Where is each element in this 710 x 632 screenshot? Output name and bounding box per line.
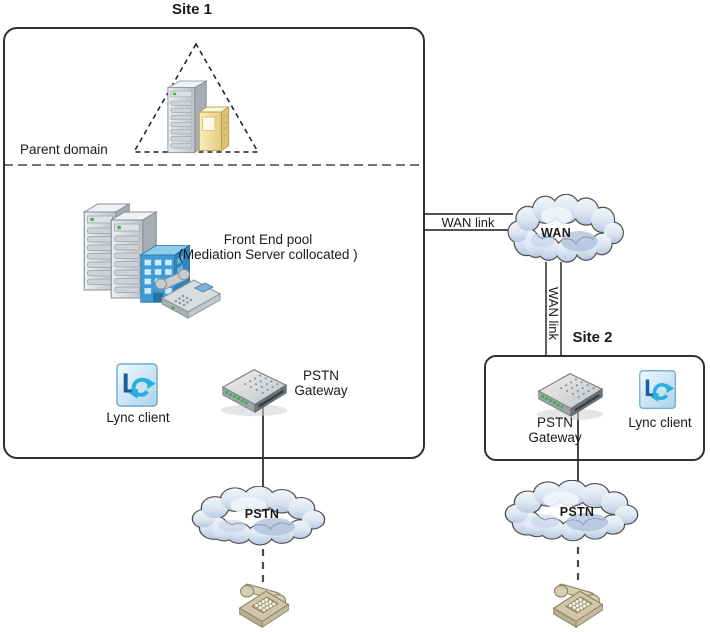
domain-triangle	[132, 42, 260, 153]
site2-pstn-gateway-label: PSTN Gateway	[510, 415, 600, 445]
site1-pstn-gateway-label-line1: PSTN	[302, 368, 339, 383]
wan-link-label-horizontal: WAN link	[441, 215, 495, 230]
site1-pstn-gateway-icon	[215, 361, 293, 419]
site1-pstn-gateway-label: PSTN Gateway	[288, 368, 354, 398]
ip-phone-icon	[154, 268, 226, 322]
site1-pstn-gateway-label-line2: Gateway	[294, 383, 348, 398]
parent-domain-label: Parent domain	[20, 142, 108, 157]
pstn-right-phone-icon	[548, 578, 608, 631]
site1-title: Site 1	[171, 1, 213, 18]
site2-lync-client-icon	[638, 369, 678, 411]
pstn-right-cloud-label: PSTN	[559, 505, 595, 519]
front-end-pool-label-line1: Front End pool	[223, 232, 313, 247]
front-end-pool-label-line2: (Mediation Server collocated )	[178, 247, 358, 262]
active-directory-icon	[196, 102, 232, 154]
wan-link-label-vertical: WAN link	[546, 286, 561, 340]
pstn-left-cloud-label: PSTN	[244, 507, 280, 521]
wan-cloud-label: WAN	[540, 226, 572, 240]
site1-lync-client-icon	[115, 362, 160, 409]
site2-title: Site 2	[572, 329, 613, 346]
site2-lync-client-label: Lync client	[628, 415, 692, 430]
site1-box	[3, 27, 425, 459]
site2-pstn-gateway-label-line2: Gateway	[528, 430, 582, 445]
site1-lync-client-label: Lync client	[106, 410, 170, 425]
front-end-pool-label: Front End pool (Mediation Server colloca…	[163, 232, 373, 262]
pstn-left-phone-icon	[234, 578, 294, 631]
site2-pstn-gateway-label-line1: PSTN	[536, 415, 573, 430]
site2-box	[484, 355, 705, 461]
